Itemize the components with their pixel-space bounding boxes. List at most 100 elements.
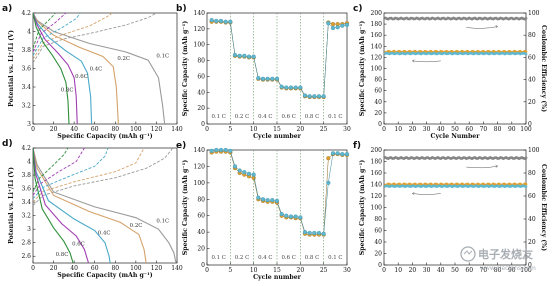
charge-curve — [33, 148, 85, 196]
data-point — [218, 18, 224, 24]
y-tick-label: 200 — [371, 10, 383, 17]
rate-segment-label: 0.1 C — [211, 255, 225, 261]
y2-axis-title: Coulombic Efficiency (%) — [540, 164, 547, 251]
x-tick-label: 0 — [382, 267, 386, 274]
x-tick-label: 0 — [31, 265, 35, 272]
x-tick-label: 0 — [382, 126, 386, 133]
data-point — [298, 85, 303, 90]
x-tick-label: 20 — [409, 267, 417, 274]
data-point — [279, 211, 284, 217]
y-axis-title: Specific Capacity (mAh g⁻¹) — [359, 21, 366, 116]
data-point — [251, 172, 256, 177]
y2-tick-label: 80 — [528, 32, 536, 39]
panel-label: f) — [353, 141, 361, 151]
y-axis-title: Specific Capacity (mAh g⁻¹) — [359, 160, 366, 255]
data-point — [274, 198, 280, 204]
y-tick-label: 3.6 — [21, 66, 31, 73]
rate-segment-label: 0.4 C — [258, 255, 272, 261]
y-tick-label: 100 — [194, 180, 206, 187]
y-tick-label: 0 — [201, 262, 205, 269]
data-point — [524, 156, 528, 160]
y2-tick-label: 20 — [528, 99, 536, 106]
charge-curve — [33, 148, 145, 203]
x-tick-label: 30 — [343, 267, 351, 274]
y-tick-label: 60 — [197, 73, 205, 80]
data-point — [326, 156, 331, 161]
x-tick-label: 100 — [130, 265, 142, 272]
data-point — [260, 76, 266, 81]
y-tick-label: 40 — [374, 239, 382, 246]
x-tick-label: 25 — [320, 126, 328, 133]
y-tick-label: 3 — [27, 226, 31, 233]
rate-label: 0.2C — [117, 56, 130, 62]
data-point — [312, 230, 317, 236]
data-point — [232, 164, 238, 169]
rate-segment-label: 0.8 C — [305, 114, 319, 120]
charge-curve — [33, 13, 81, 56]
y-tick-label: 120 — [371, 54, 383, 61]
data-point — [524, 52, 528, 56]
y-tick-label: 80 — [197, 196, 205, 203]
rate-label: 0.4C — [98, 231, 111, 237]
x-tick-label: 0 — [31, 126, 35, 133]
panel-label: b) — [176, 4, 187, 14]
data-point — [316, 230, 322, 236]
x-tick-label: 100 — [520, 126, 532, 133]
x-tick-label: 80 — [494, 267, 502, 274]
y-tick-label: 2.6 — [21, 253, 31, 260]
arrow-to-right-axis — [466, 165, 498, 169]
data-point — [524, 185, 528, 189]
x-tick-label: 5 — [228, 126, 232, 133]
y-tick-label: 140 — [371, 43, 383, 50]
rate-label: 0.1C — [156, 53, 169, 59]
y-tick-label: 200 — [371, 147, 383, 154]
data-point — [246, 171, 252, 176]
x-tick-label: 50 — [451, 126, 459, 133]
discharge-curve — [33, 13, 93, 124]
y-tick-label: 3.2 — [21, 103, 31, 110]
data-point — [242, 53, 247, 58]
y-tick-label: 4.2 — [21, 10, 31, 17]
data-point — [316, 94, 322, 99]
y2-tick-label: 0 — [528, 262, 532, 269]
y-tick-label: 180 — [371, 21, 383, 28]
y-tick-label: 3.4 — [21, 199, 31, 206]
data-point — [218, 147, 224, 153]
data-point — [237, 168, 242, 173]
data-point — [288, 85, 294, 90]
arrow-to-left-axis — [412, 193, 441, 195]
x-tick-label: 90 — [508, 126, 516, 133]
y-tick-label: 0 — [378, 121, 382, 128]
discharge-curve — [33, 13, 166, 124]
y-tick-label: 140 — [194, 147, 206, 154]
x-tick-label: 70 — [480, 267, 488, 274]
y-tick-label: 60 — [197, 213, 205, 220]
discharge-curve — [33, 148, 74, 263]
x-tick-label: 80 — [111, 126, 119, 133]
data-point — [214, 147, 219, 153]
data-point — [279, 84, 284, 89]
x-tick-label: 30 — [423, 126, 431, 133]
x-tick-label: 50 — [451, 267, 459, 274]
data-point — [209, 148, 214, 153]
y-tick-label: 3.2 — [21, 213, 31, 220]
x-tick-label: 60 — [465, 267, 473, 274]
y2-tick-label: 0 — [528, 121, 532, 128]
y-tick-label: 80 — [374, 77, 382, 84]
rate-segment-label: 0.1 C — [328, 114, 342, 120]
x-tick-label: 40 — [70, 126, 78, 133]
series-line — [211, 19, 348, 97]
arrow-to-right-axis — [466, 26, 498, 29]
x-tick-label: 100 — [520, 267, 532, 274]
data-point — [326, 21, 331, 26]
x-tick-label: 10 — [250, 267, 258, 274]
discharge-curve — [33, 148, 147, 263]
rate-label: 0.6C — [72, 241, 85, 247]
data-point — [256, 195, 261, 200]
data-point — [344, 152, 350, 157]
arrow-head — [495, 164, 498, 168]
y-tick-label: 40 — [197, 89, 205, 96]
watermark-logo-icon — [460, 246, 476, 262]
data-point — [270, 198, 275, 203]
